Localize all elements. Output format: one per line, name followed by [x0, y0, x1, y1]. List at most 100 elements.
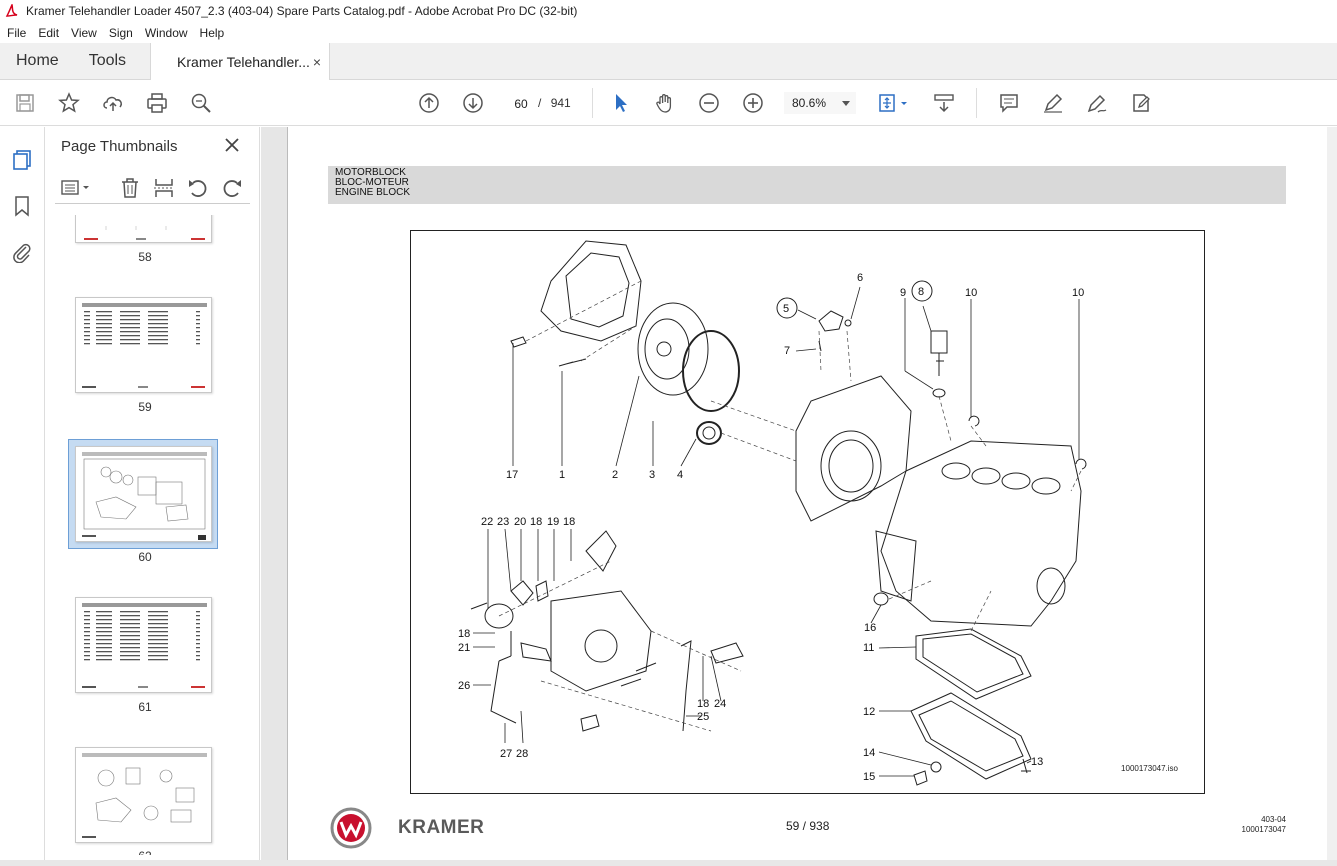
panel-title: Page Thumbnails	[61, 138, 178, 155]
tab-home[interactable]: Home	[16, 52, 59, 69]
page-footer-number: 59 / 938	[786, 819, 830, 833]
callout-label: 1	[559, 469, 565, 481]
callout-label: 8	[918, 286, 924, 298]
close-icon[interactable]	[222, 135, 242, 155]
window-title: Kramer Telehandler Loader 4507_2.3 (403-…	[26, 4, 578, 18]
oil-pan	[910, 692, 1032, 780]
flywheel	[637, 302, 709, 396]
hand-tool-icon[interactable]	[653, 91, 677, 115]
ring-gear	[682, 330, 740, 412]
menu-edit[interactable]: Edit	[38, 25, 60, 40]
scroll-mode-icon[interactable]	[932, 91, 956, 115]
page-thumbnail[interactable]	[75, 215, 212, 243]
zoom-level-value: 80.6%	[792, 96, 827, 110]
thumbnail-label: 60	[138, 550, 152, 564]
callout-label: 22	[481, 516, 493, 528]
callout-label: 23	[497, 516, 509, 528]
chevron-down-icon	[842, 101, 850, 106]
callout-numbers: 5 6 7 8 9 10 10 17 1 2 3 4 22 23 20 18 1	[458, 272, 1084, 783]
tab-tools[interactable]: Tools	[88, 52, 127, 69]
document-scrollbar[interactable]	[1327, 127, 1337, 860]
callout-label: 26	[458, 680, 470, 692]
zoom-in-icon[interactable]	[741, 91, 765, 115]
callout-label: 18	[458, 628, 470, 640]
callout-label: 9	[900, 287, 906, 299]
bookmark-star-icon[interactable]	[57, 91, 81, 115]
toolbar-divider	[976, 88, 977, 118]
callout-label: 2	[612, 469, 618, 481]
callout-label: 7	[784, 345, 790, 357]
pdf-page: MOTORBLOCK BLOC-MOTEUR ENGINE BLOCK	[287, 127, 1337, 860]
zoom-search-icon[interactable]	[189, 91, 213, 115]
page-total: / 941	[538, 92, 571, 114]
page-footer-code: 403-04 1000173047	[1236, 815, 1287, 835]
print-icon[interactable]	[145, 91, 169, 115]
zoom-level-select[interactable]: 80.6%	[784, 92, 856, 114]
footer-code-line-2: 1000173047	[1241, 825, 1287, 834]
callout-label: 18	[530, 516, 542, 528]
callout-label: 3	[649, 469, 655, 481]
attachments-icon[interactable]	[11, 241, 33, 264]
callout-label: 15	[863, 771, 875, 783]
figure-id: 1000173047.iso	[1121, 764, 1178, 773]
page-thumbnail[interactable]	[75, 747, 212, 843]
delete-page-icon[interactable]	[118, 176, 142, 200]
timing-cover	[550, 590, 652, 692]
rotate-left-icon[interactable]	[186, 176, 210, 200]
rotate-right-icon[interactable]	[220, 176, 244, 200]
comment-icon[interactable]	[997, 91, 1021, 115]
callout-label: 14	[863, 747, 875, 759]
upload-cloud-icon[interactable]	[101, 91, 125, 115]
previous-page-icon[interactable]	[417, 91, 441, 115]
zoom-out-icon[interactable]	[697, 91, 721, 115]
breather-hose	[680, 640, 692, 732]
page-separator: /	[538, 96, 542, 110]
menu-view[interactable]: View	[71, 25, 97, 40]
save-icon[interactable]	[13, 91, 37, 115]
callout-label: 13	[1031, 756, 1043, 768]
engine-block	[880, 440, 1082, 627]
extract-pages-icon[interactable]	[152, 176, 176, 200]
fit-page-icon[interactable]	[876, 91, 912, 115]
tab-bar: Home Tools Kramer Telehandler... ×	[0, 43, 1337, 81]
callout-label: 21	[458, 642, 470, 654]
callout-label: 24	[714, 698, 726, 710]
thumbnail-options-icon[interactable]	[60, 176, 94, 200]
callout-label: 12	[863, 706, 875, 718]
menu-bar: File Edit View Sign Window Help	[0, 22, 1337, 43]
close-tab-icon[interactable]: ×	[312, 54, 322, 70]
callout-label: 18	[697, 698, 709, 710]
page-thumbnail[interactable]	[75, 297, 212, 393]
thermostat-housing	[484, 603, 514, 629]
left-rail	[0, 127, 45, 860]
callout-label: 17	[506, 469, 518, 481]
highlight-pen-icon[interactable]	[1041, 91, 1065, 115]
page-number-input[interactable]: 60	[506, 92, 536, 114]
header-line-fr: BLOC-MOTEUR	[335, 177, 409, 188]
edit-document-icon[interactable]	[1129, 91, 1153, 115]
thumbnail-label: 61	[138, 700, 152, 714]
next-page-icon[interactable]	[461, 91, 485, 115]
callout-label: 18	[563, 516, 575, 528]
horizontal-scrollbar[interactable]	[0, 860, 1337, 866]
select-cursor-icon[interactable]	[609, 91, 633, 115]
page-total-count: 941	[550, 96, 571, 110]
menu-file[interactable]: File	[7, 25, 27, 40]
page-thumbnail-selected[interactable]	[75, 446, 212, 542]
engine-block-drawing: 5 6 7 8 9 10 10 17 1 2 3 4 22 23 20 18 1	[458, 240, 1087, 786]
callout-label: 11	[863, 642, 874, 654]
bookmarks-icon[interactable]	[11, 195, 33, 217]
page-thumbnails-icon[interactable]	[11, 149, 33, 171]
footer-code-line-1: 403-04	[1261, 815, 1286, 824]
menu-window[interactable]: Window	[144, 25, 188, 40]
oil-seal	[696, 421, 722, 445]
document-view[interactable]: MOTORBLOCK BLOC-MOTEUR ENGINE BLOCK	[261, 127, 1337, 860]
page-thumbnail[interactable]	[75, 597, 212, 693]
acrobat-icon	[4, 3, 20, 19]
menu-sign[interactable]: Sign	[108, 25, 133, 40]
sign-pen-icon[interactable]	[1085, 91, 1109, 115]
menu-help[interactable]: Help	[199, 25, 225, 40]
callout-label: 5	[783, 303, 789, 315]
tab-document[interactable]: Kramer Telehandler... ×	[150, 43, 331, 81]
callout-label: 10	[1072, 287, 1084, 299]
